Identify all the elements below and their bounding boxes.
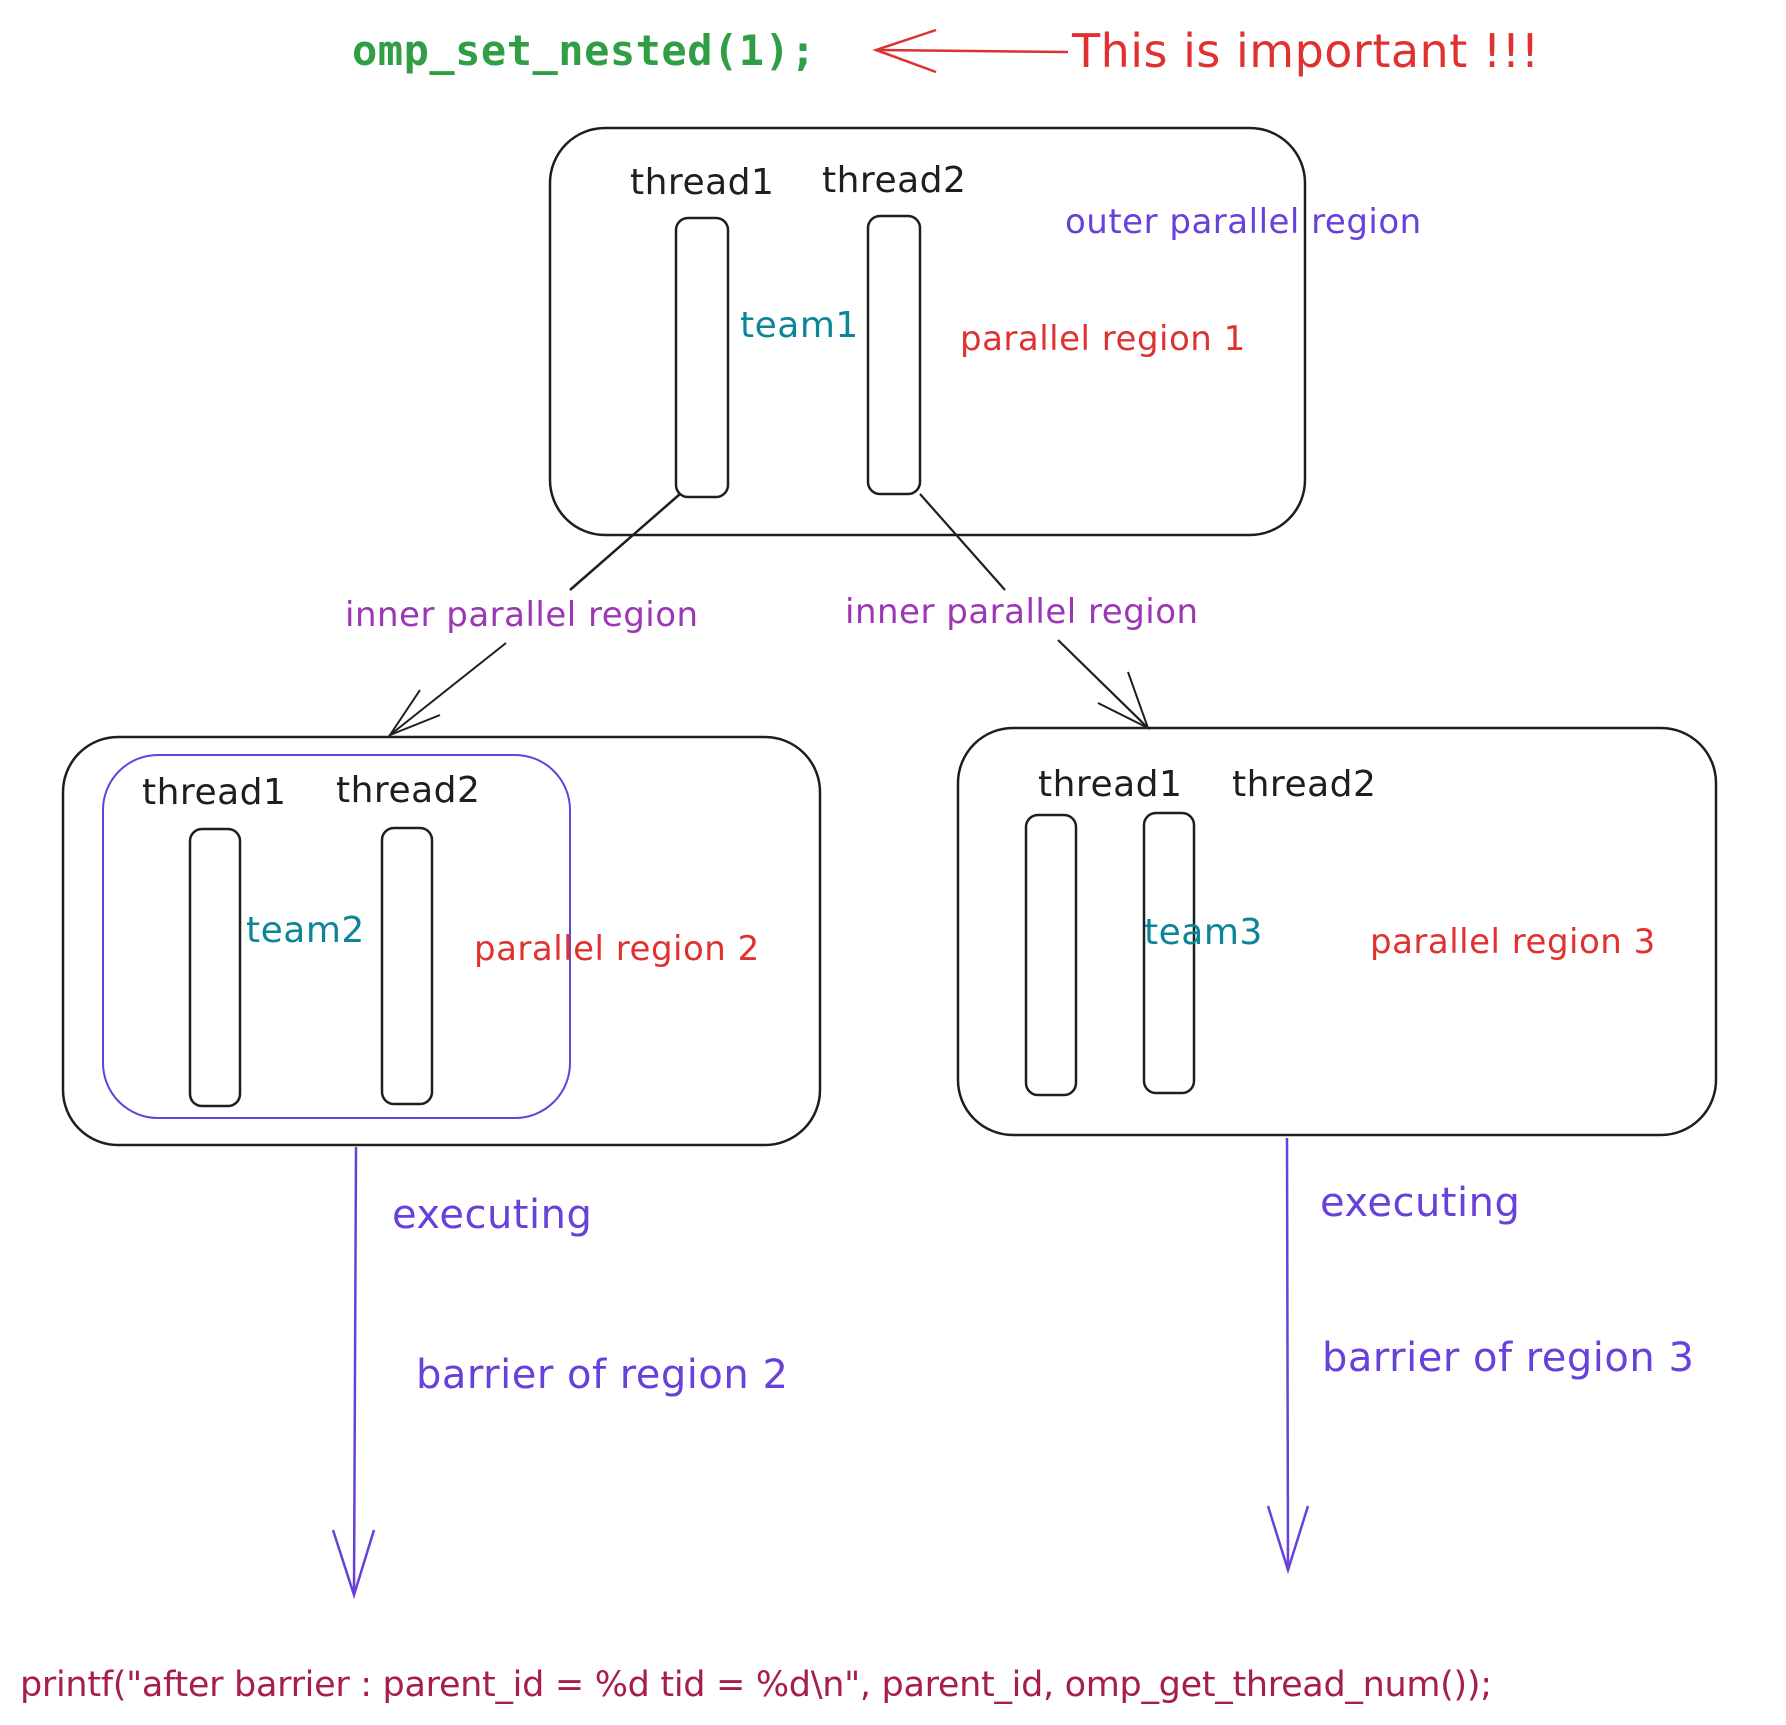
- link-thread1-to-region2: [387, 493, 681, 738]
- outer-thread1-bar: [674, 216, 730, 499]
- region3-flow-arrow: [1266, 1137, 1310, 1575]
- outer-region-box: [548, 126, 1307, 537]
- outer-thread1-label: thread1: [630, 162, 775, 203]
- region3-box: [956, 726, 1718, 1137]
- team1-label: team1: [740, 305, 859, 346]
- region1-label: parallel region 1: [960, 319, 1246, 359]
- important-note: This is important !!!: [1072, 24, 1540, 78]
- printf-statement: printf("after barrier : parent_id = %d t…: [20, 1665, 1492, 1705]
- region2-barrier-label: barrier of region 2: [416, 1352, 789, 1398]
- inner-link-label-right: inner parallel region: [845, 592, 1199, 632]
- omp-set-nested-call: omp_set_nested(1);: [352, 26, 817, 75]
- outer-thread2-bar: [866, 214, 922, 496]
- region2-thread1-bar: [188, 827, 242, 1108]
- region3-thread1-label: thread1: [1038, 764, 1183, 805]
- region3-barrier-label: barrier of region 3: [1322, 1335, 1695, 1381]
- outer-region-label: outer parallel region: [1065, 202, 1422, 242]
- important-arrow: [872, 28, 1069, 74]
- region2-box: [61, 735, 822, 1147]
- region3-thread2-label: thread2: [1232, 764, 1377, 805]
- region2-executing-label: executing: [392, 1192, 593, 1238]
- region3-thread2-bar: [1142, 811, 1196, 1095]
- inner-link-label-left: inner parallel region: [345, 595, 699, 635]
- region2-thread2-label: thread2: [336, 770, 481, 811]
- team2-label: team2: [246, 910, 365, 951]
- team2-box: [102, 754, 571, 1119]
- region2-thread2-bar: [380, 826, 434, 1106]
- region3-executing-label: executing: [1320, 1180, 1521, 1226]
- region2-flow-arrow: [331, 1146, 376, 1600]
- region2-label: parallel region 2: [474, 929, 760, 969]
- region3-label: parallel region 3: [1370, 922, 1656, 962]
- team3-label: team3: [1144, 912, 1263, 953]
- region2-thread1-label: thread1: [142, 772, 287, 813]
- outer-thread2-label: thread2: [822, 160, 967, 201]
- region3-thread1-bar: [1024, 813, 1078, 1097]
